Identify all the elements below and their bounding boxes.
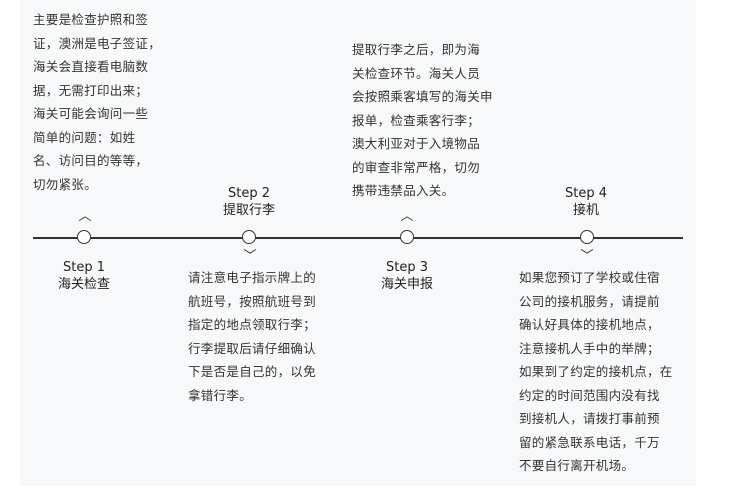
step-3-marker[interactable] <box>400 230 414 244</box>
step-3-description: 提取行李之后，即为海关检查环节。海关人员会按照乘客填写的海关申报单，检查乘客行李… <box>352 38 517 203</box>
description-line: 确认好具体的接机地点， <box>519 317 660 332</box>
description-line: 不要自行离开机场。 <box>519 458 635 473</box>
chevron-up-icon: ︿ <box>78 209 92 224</box>
description-line: 如果到了约定的接机点，在 <box>519 364 673 379</box>
description-line: 到接机人，请拨打事前预 <box>519 411 660 426</box>
description-line: 指定的地点领取行李； <box>188 317 317 332</box>
description-line: 下是否是自己的，以免 <box>188 364 317 379</box>
description-line: 报单，检查乘客行李； <box>352 112 481 128</box>
step-title: 海关申报 <box>380 277 433 292</box>
description-line: 携带违禁品入关。 <box>352 183 455 198</box>
step-2-marker[interactable] <box>242 230 256 244</box>
step-2-label: Step 2 提取行李 <box>199 185 299 219</box>
description-line: 注意接机人手中的举牌； <box>519 340 660 356</box>
description-line: 切勿紧张。 <box>33 176 98 192</box>
step-number: Step 1 <box>62 260 105 275</box>
step-title: 提取行李 <box>222 203 275 218</box>
description-line: 请注意电子指示牌上的 <box>188 270 317 285</box>
description-line: 海关会直接看电脑数 <box>33 59 149 74</box>
step-4-label: Step 4 接机 <box>536 185 636 219</box>
step-title: 海关检查 <box>57 277 110 292</box>
description-line: 关检查环节。海关人员 <box>352 65 481 81</box>
description-line: 如果您预订了学校或住宿 <box>519 270 660 285</box>
description-line: 主要是检查护照和签 <box>33 12 149 27</box>
step-number: Step 2 <box>227 186 270 201</box>
description-line: 证，澳洲是电子签证， <box>33 35 162 51</box>
step-4-marker[interactable] <box>580 230 594 244</box>
step-1-marker[interactable] <box>77 230 91 244</box>
step-number: Step 4 <box>564 186 607 201</box>
description-line: 简单的问题：如姓 <box>33 129 136 145</box>
step-2-description: 请注意电子指示牌上的航班号，按照航班号到指定的地点领取行李； 行李提取后请仔细确认… <box>188 266 348 407</box>
description-line: 提取行李之后，即为海 <box>352 42 481 57</box>
description-line: 约定的时间范围内没有找 <box>519 387 660 403</box>
description-line: 会按照乘客填写的海关申 <box>352 89 493 104</box>
step-1-label: Step 1 海关检查 <box>34 259 134 293</box>
timeline-line <box>33 237 683 239</box>
description-line: 行李提取后请仔细确认 <box>188 340 317 356</box>
step-3-label: Step 3 海关申报 <box>357 259 457 293</box>
step-title: 接机 <box>572 203 599 218</box>
step-1-description: 主要是检查护照和签证，澳洲是电子签证， 海关会直接看电脑数据，无需打印出来； 海关可… <box>33 8 183 196</box>
description-line: 海关可能会询问一些 <box>33 106 149 121</box>
description-line: 公司的接机服务，请提前 <box>519 293 660 309</box>
chevron-up-icon: ︿ <box>400 209 414 224</box>
description-line: 留的紧急联系电话，千万 <box>519 434 660 450</box>
description-line: 拿错行李。 <box>188 387 253 403</box>
step-number: Step 3 <box>385 260 428 275</box>
chevron-down-icon: ﹀ <box>580 249 594 264</box>
description-line: 航班号，按照航班号到 <box>188 293 317 309</box>
step-4-description: 如果您预订了学校或住宿公司的接机服务，请提前确认好具体的接机地点， 注意接机人手中… <box>519 266 689 478</box>
chevron-down-icon: ﹀ <box>243 249 257 264</box>
description-line: 澳大利亚对于入境物品 <box>352 136 481 151</box>
description-line: 名、访问目的等等， <box>33 153 149 168</box>
description-line: 的审查非常严格，切勿 <box>352 159 481 175</box>
description-line: 据，无需打印出来； <box>33 82 149 98</box>
